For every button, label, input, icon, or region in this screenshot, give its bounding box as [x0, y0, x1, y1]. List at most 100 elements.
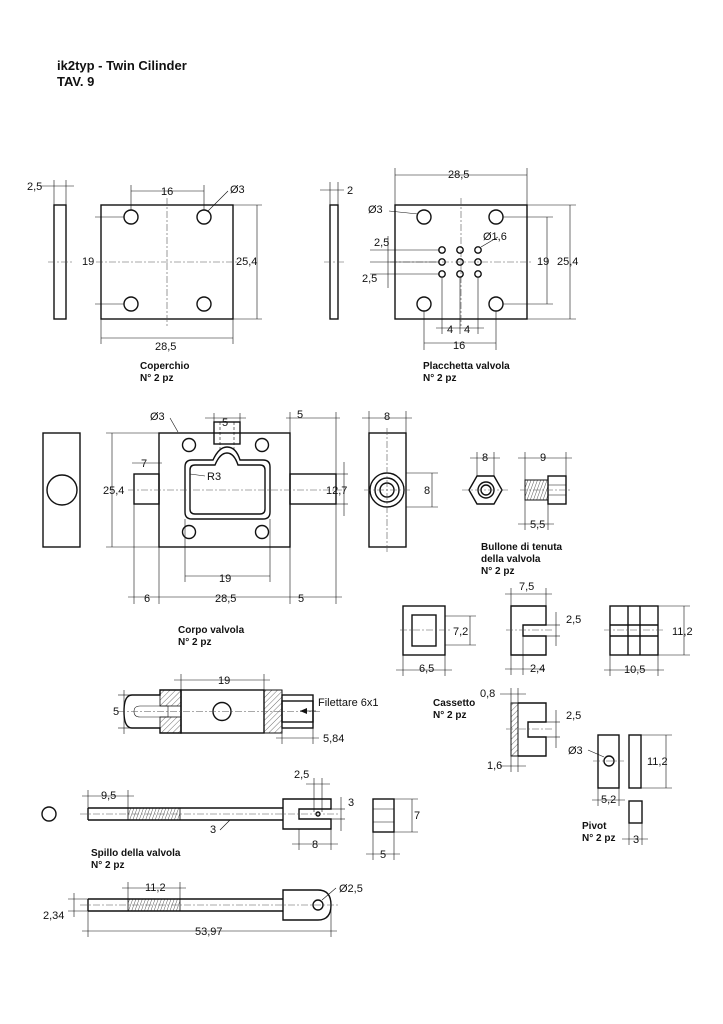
svg-text:12,7: 12,7: [326, 485, 347, 497]
coperchio-side-view: [48, 204, 72, 320]
pivot-dims: Ø3 11,2 5,2 3: [568, 734, 672, 846]
svg-text:N° 2 pz: N° 2 pz: [582, 833, 615, 844]
svg-text:N° 2 pz: N° 2 pz: [140, 373, 173, 384]
coperchio-label: Coperchio N° 2 pz: [140, 361, 189, 384]
drawing-header: ik2typ - Twin Cilinder TAV. 9: [57, 58, 187, 90]
svg-text:7,2: 7,2: [453, 626, 468, 638]
svg-text:8: 8: [482, 452, 488, 464]
cassetto-view-a-dims: 7,2 6,5: [396, 615, 476, 676]
svg-text:N° 2 pz: N° 2 pz: [481, 566, 514, 577]
svg-text:0,8: 0,8: [480, 688, 495, 700]
coperchio-thickness-dim: 2,5: [27, 180, 74, 205]
svg-text:N° 2 pz: N° 2 pz: [433, 710, 466, 721]
svg-text:Ø3: Ø3: [150, 411, 165, 423]
svg-text:25,4: 25,4: [236, 256, 257, 268]
svg-text:9,5: 9,5: [101, 790, 116, 802]
svg-text:2,5: 2,5: [362, 273, 377, 285]
bullone-dims: 8 9 5,5: [470, 452, 572, 531]
svg-text:Pivot: Pivot: [582, 821, 607, 832]
svg-text:28,5: 28,5: [448, 169, 469, 181]
bullone-label: Bullone di tenuta della valvola N° 2 pz: [481, 542, 563, 577]
pivot-views: [593, 734, 643, 824]
svg-text:Ø2,5: Ø2,5: [339, 883, 363, 895]
spillo-long-view: [80, 889, 338, 921]
corpo-side-left: [42, 432, 81, 548]
svg-text:Ø3: Ø3: [230, 184, 245, 196]
svg-text:2,4: 2,4: [530, 663, 545, 675]
svg-text:7: 7: [141, 458, 147, 470]
svg-text:11,2: 11,2: [647, 756, 668, 768]
svg-text:19: 19: [218, 675, 230, 687]
svg-text:2,5: 2,5: [27, 181, 42, 193]
corpo-side-right: [364, 428, 412, 552]
placchetta-label: Placchetta valvola N° 2 pz: [423, 361, 510, 384]
svg-text:N° 2 pz: N° 2 pz: [178, 637, 211, 648]
corpo-side-dims: 8 8: [362, 411, 438, 508]
svg-text:25,4: 25,4: [103, 485, 124, 497]
svg-text:della valvola: della valvola: [481, 554, 541, 565]
svg-text:28,5: 28,5: [155, 341, 176, 353]
svg-text:2,5: 2,5: [566, 614, 581, 626]
cassetto-section-view: [506, 702, 552, 757]
sheet-number: TAV. 9: [57, 74, 95, 89]
svg-text:N° 2 pz: N° 2 pz: [423, 373, 456, 384]
svg-text:7: 7: [414, 810, 420, 822]
svg-text:25,4: 25,4: [557, 256, 578, 268]
svg-text:5: 5: [222, 417, 228, 429]
svg-text:11,2: 11,2: [672, 626, 693, 638]
cassetto-section-dims: 0,8 2,5 1,6: [480, 688, 581, 772]
svg-text:28,5: 28,5: [215, 593, 236, 605]
svg-text:6,5: 6,5: [419, 663, 434, 675]
svg-text:3: 3: [348, 797, 354, 809]
pivot-label: Pivot N° 2 pz: [582, 821, 615, 844]
svg-text:5,2: 5,2: [601, 794, 616, 806]
svg-text:2,34: 2,34: [43, 910, 64, 922]
svg-text:1,6: 1,6: [487, 760, 502, 772]
svg-text:11,2: 11,2: [145, 882, 166, 894]
svg-text:Ø1,6: Ø1,6: [483, 231, 507, 243]
svg-text:8: 8: [312, 839, 318, 851]
cassetto-view-b: [506, 605, 552, 656]
cassetto-label: Cassetto N° 2 pz: [433, 698, 475, 721]
placchetta-side-view: [324, 204, 344, 320]
svg-text:10,5: 10,5: [624, 664, 645, 676]
svg-text:7,5: 7,5: [519, 581, 534, 593]
spillo-side-view: [80, 798, 338, 830]
corpo-label: Corpo valvola N° 2 pz: [178, 625, 245, 648]
svg-text:16: 16: [161, 186, 173, 198]
svg-text:Coperchio: Coperchio: [140, 361, 189, 372]
svg-text:8: 8: [384, 411, 390, 423]
svg-text:2,5: 2,5: [374, 237, 389, 249]
svg-text:Corpo valvola: Corpo valvola: [178, 625, 245, 636]
svg-text:5,84: 5,84: [323, 733, 344, 745]
spillo-end-view: [41, 806, 57, 822]
spillo-dims: 9,5 2,5 3 3 8: [82, 769, 354, 851]
svg-text:5: 5: [298, 593, 304, 605]
valve-rod-dims: 19 5 Filettare 6x1 5,84: [113, 674, 379, 745]
svg-text:8: 8: [424, 485, 430, 497]
spillo-label: Spillo della valvola N° 2 pz: [91, 848, 181, 871]
svg-text:19: 19: [537, 256, 549, 268]
svg-text:6: 6: [144, 593, 150, 605]
bullone-side-view: [520, 475, 572, 505]
spillo-long-dims: 11,2 Ø2,5 2,34 53,97: [43, 882, 363, 938]
cassetto-view-a: [400, 605, 450, 656]
svg-text:53,97: 53,97: [195, 926, 223, 938]
placchetta-thickness-dim: 2: [320, 182, 353, 205]
svg-text:19: 19: [219, 573, 231, 585]
corpo-front-view: [128, 421, 342, 548]
svg-text:4: 4: [447, 324, 453, 336]
svg-text:Spillo della valvola: Spillo della valvola: [91, 848, 181, 859]
svg-text:Ø3: Ø3: [568, 745, 583, 757]
cassetto-view-c: [604, 605, 664, 656]
svg-text:3: 3: [210, 824, 216, 836]
svg-text:4: 4: [464, 324, 470, 336]
svg-text:Bullone di tenuta: Bullone di tenuta: [481, 542, 563, 553]
coperchio-dims: 16 Ø3 19 25,4 28,5: [82, 184, 262, 353]
cassetto-view-c-dims: 11,2 10,5: [604, 605, 693, 676]
svg-text:Ø3: Ø3: [368, 204, 383, 216]
svg-text:R3: R3: [207, 471, 221, 483]
bullone-hex-view: [462, 475, 508, 505]
svg-text:5: 5: [297, 409, 303, 421]
